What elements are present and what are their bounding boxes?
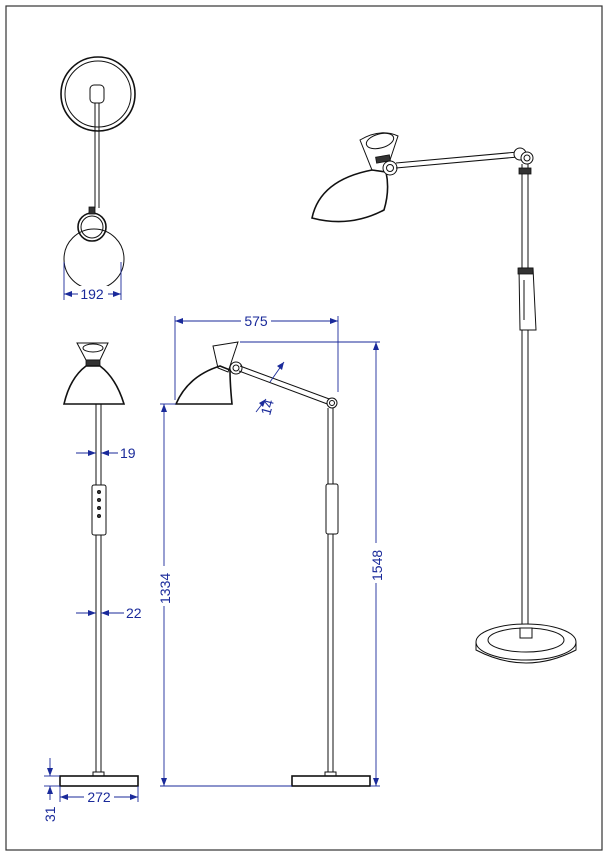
dim-arm-reach: 575 [244,313,268,329]
isometric-view [311,132,577,664]
dim-pole-bottom-diameter: 22 [126,605,142,621]
top-view: 192 [60,56,136,302]
dim-base-diameter: 272 [87,789,111,805]
dim-shade-diameter: 192 [80,286,104,302]
side-view: 575 14 1334 1548 [155,313,385,787]
front-view: 19 22 272 31 [42,342,142,822]
dim-pole-top-diameter: 19 [120,445,136,461]
dim-total-height: 1548 [369,550,385,581]
dim-base-height: 31 [42,806,58,822]
dim-shade-height: 1334 [157,573,173,604]
dim-arm-joint-size: 14 [257,397,277,416]
drawing-frame [5,5,603,851]
